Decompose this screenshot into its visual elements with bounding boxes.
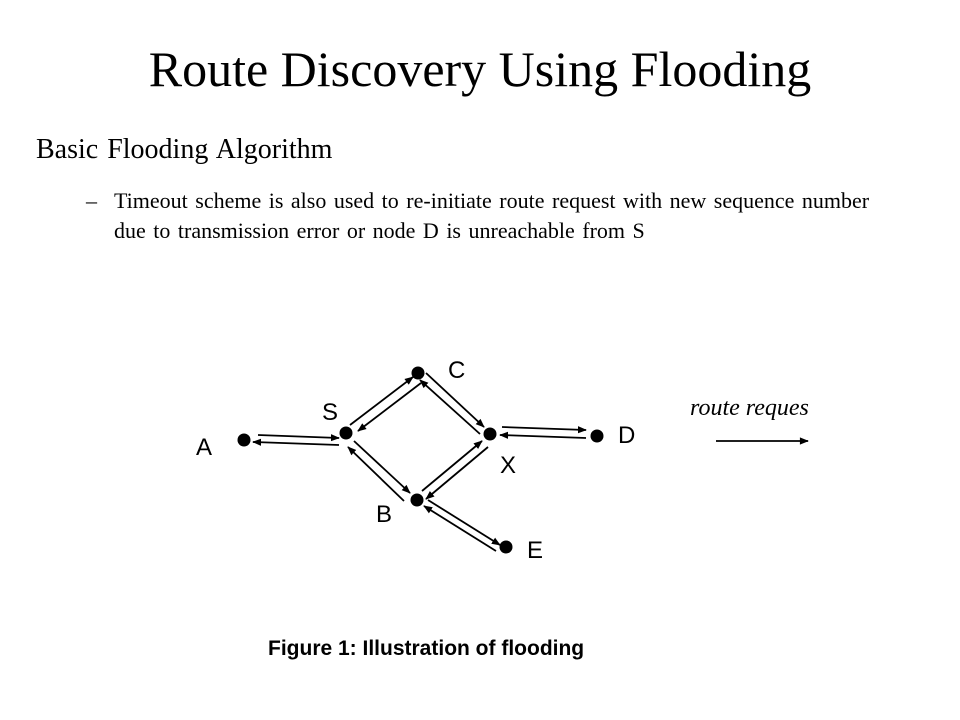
node-b [410,493,424,507]
slide-title: Route Discovery Using Flooding [148,41,812,97]
node-e [499,540,513,554]
edge-b-to-x [421,440,483,492]
edge-x-to-b [425,446,489,500]
node-label-e: E [527,537,543,564]
edge-c-to-s [357,382,422,432]
node-d [590,429,604,443]
edge-a-to-s [257,434,340,442]
bullet-basic-flooding: Basic Flooding Algorithm [36,134,333,165]
bullet-timeout-scheme: – Timeout scheme is also used to re-init… [86,186,904,246]
node-c [411,366,425,380]
node-label-x: X [500,452,516,479]
edge-x-to-c [419,379,481,435]
edge-b-to-e [427,499,501,546]
edge-s-to-c [349,376,414,426]
edge-d-to-x [499,431,587,439]
edge-e-to-b [423,505,497,552]
node-label-d: D [618,422,635,449]
node-label-c: C [448,357,465,384]
edge-x-to-d [501,426,587,434]
node-label-s: S [322,399,338,426]
node-s [339,426,353,440]
edge-c-to-x [425,372,485,428]
bullet-dash: – [86,188,97,213]
figure-caption: Figure 1: Illustration of flooding [268,637,584,660]
node-a [237,433,251,447]
edge-b-to-s [347,446,405,502]
node-label-b: B [376,501,392,528]
node-label-a: A [196,434,212,461]
bullet-timeout-text: Timeout scheme is also used to re-initia… [114,188,870,243]
edge-s-to-a [252,438,340,446]
node-x [483,427,497,441]
edge-s-to-b [353,440,411,494]
legend-route-request: route reques [690,395,809,421]
